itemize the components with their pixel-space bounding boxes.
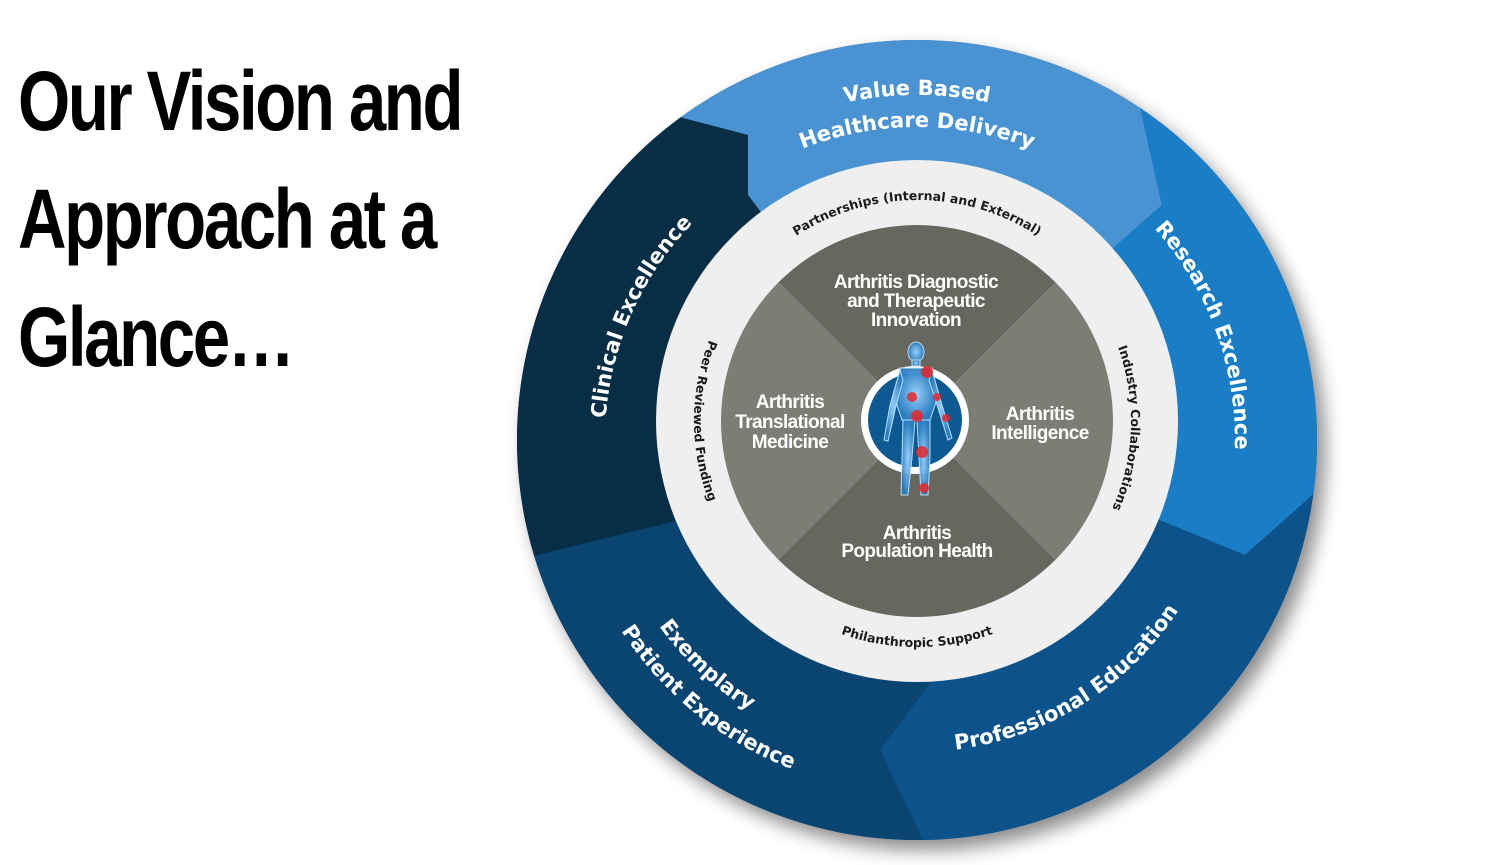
page-title: Our Vision and Approach at a Glance… xyxy=(18,42,463,396)
quadrant-label-top: Innovation xyxy=(871,310,961,331)
quadrant-label-left: Arthritis xyxy=(756,392,825,413)
quadrant-label-bottom: Population Health xyxy=(841,541,992,562)
quadrant-label-top: Arthritis Diagnostic xyxy=(834,272,999,293)
quadrant-label-right: Intelligence xyxy=(991,423,1088,444)
quadrant-label-left: Translational xyxy=(735,412,844,433)
quadrant-label-top: and Therapeutic xyxy=(847,291,986,312)
quadrant-top xyxy=(721,225,1113,421)
quadrant-bottom xyxy=(721,421,1113,617)
inflamed-joints xyxy=(907,366,950,493)
quadrant-label-left: Medicine xyxy=(752,432,829,453)
quadrant-right xyxy=(917,225,1113,617)
title-line: Glance… xyxy=(18,290,295,384)
title-line: Approach at a xyxy=(18,172,437,266)
quadrant-label-right: Arthritis xyxy=(1006,404,1075,425)
core-quadrants xyxy=(721,225,1113,617)
title-line: Our Vision and xyxy=(18,54,463,148)
quadrant-left xyxy=(721,225,917,617)
quadrant-label-bottom: Arthritis xyxy=(883,523,952,544)
